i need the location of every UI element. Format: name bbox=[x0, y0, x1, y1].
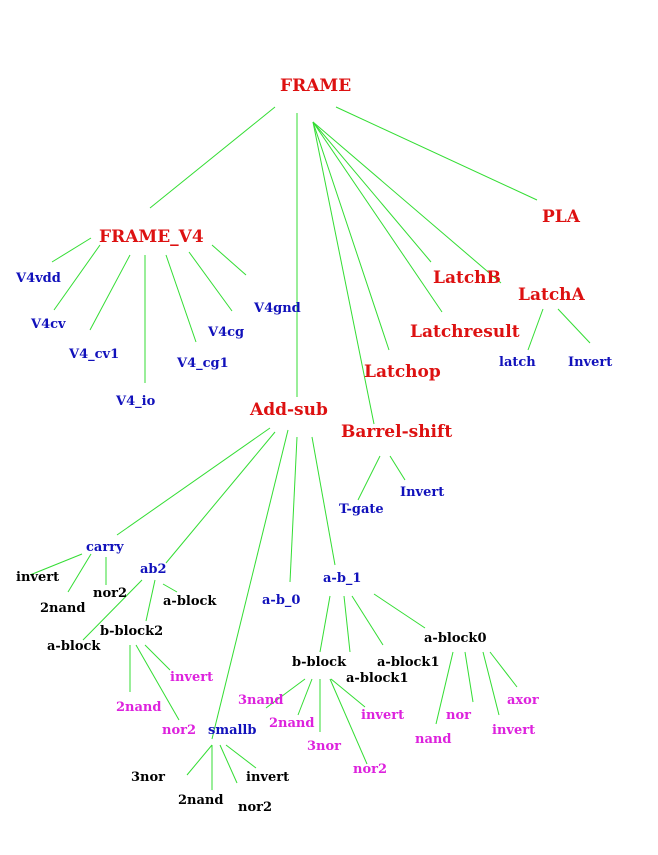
node-frame: FRAME bbox=[280, 76, 352, 96]
node-frame-v4: FRAME_V4 bbox=[99, 227, 204, 247]
node-latch: latch bbox=[499, 355, 536, 370]
tree-edge bbox=[489, 651, 518, 688]
tree-edge bbox=[351, 595, 384, 646]
node-add-sub: Add-sub bbox=[250, 400, 328, 420]
tree-edge bbox=[389, 455, 406, 481]
node-v4-cg1: V4_cg1 bbox=[177, 356, 229, 371]
node-v4cv: V4cv bbox=[31, 317, 66, 332]
tree-edge bbox=[211, 429, 289, 740]
tree-edge bbox=[149, 106, 276, 209]
node-b-block2-nor2: nor2 bbox=[162, 723, 197, 738]
node-b-block2-2nand: 2nand bbox=[116, 700, 162, 715]
tree-edge bbox=[211, 244, 247, 276]
node-b-block: b-block bbox=[292, 655, 347, 670]
tree-edge bbox=[435, 651, 454, 725]
node-a-block0-axor: axor bbox=[507, 693, 539, 708]
tree-edge bbox=[67, 553, 92, 593]
node-a-block1-upper: a-block1 bbox=[377, 655, 440, 670]
tree-edge bbox=[330, 678, 366, 708]
node-v4cg: V4cg bbox=[208, 325, 245, 340]
node-latchb: LatchB bbox=[433, 268, 501, 288]
node-b-block-2nand: 2nand bbox=[269, 716, 315, 731]
node-a-b-1: a-b_1 bbox=[323, 571, 362, 586]
tree-edge bbox=[219, 744, 238, 784]
node-a-block0-nand: nand bbox=[415, 732, 452, 747]
tree-edge bbox=[165, 254, 197, 343]
node-carry-2nand: 2nand bbox=[40, 601, 86, 616]
tree-edge bbox=[482, 651, 500, 716]
node-b-block-nor2: nor2 bbox=[353, 762, 388, 777]
node-carry: carry bbox=[86, 540, 124, 555]
tree-edge bbox=[527, 308, 544, 351]
tree-edge bbox=[165, 431, 276, 564]
tree-edge bbox=[312, 121, 443, 313]
node-carry-nor2: nor2 bbox=[93, 586, 128, 601]
tree-edge bbox=[82, 579, 143, 641]
tree-edge bbox=[116, 427, 271, 536]
node-pla: PLA bbox=[542, 207, 580, 227]
node-b-block2-invert: invert bbox=[170, 670, 214, 685]
node-t-gate: T-gate bbox=[339, 502, 384, 517]
node-b-block-invert: invert bbox=[361, 708, 405, 723]
node-smallb-invert: invert bbox=[246, 770, 290, 785]
node-v4vdd: V4vdd bbox=[16, 271, 61, 286]
tree-edge bbox=[188, 251, 233, 312]
node-a-b-0: a-b_0 bbox=[262, 593, 301, 608]
tree-edge bbox=[51, 237, 92, 263]
node-barrel-invert: Invert bbox=[400, 485, 445, 500]
tree-edge bbox=[312, 121, 502, 284]
tree-edge bbox=[373, 593, 426, 629]
node-latchop: Latchop bbox=[364, 362, 441, 382]
node-b-block2: b-block2 bbox=[100, 624, 164, 639]
node-smallb-3nor: 3nor bbox=[131, 770, 166, 785]
node-v4gnd: V4gnd bbox=[254, 301, 301, 316]
tree-edge bbox=[329, 678, 368, 765]
tree-edge bbox=[89, 254, 131, 331]
node-a-block0-invert: invert bbox=[492, 723, 536, 738]
tree-edge bbox=[162, 583, 178, 593]
tree-edge bbox=[225, 744, 257, 769]
node-latcha: LatchA bbox=[518, 285, 585, 305]
tree-edge bbox=[343, 595, 351, 653]
node-smallb: smallb bbox=[208, 723, 257, 738]
tree-edge bbox=[464, 651, 474, 703]
tree-edge bbox=[312, 121, 375, 425]
node-smallb-2nand: 2nand bbox=[178, 793, 224, 808]
node-ab2-a-block: a-block bbox=[163, 594, 217, 609]
tree-edge bbox=[186, 744, 213, 776]
node-b-block-3nor: 3nor bbox=[307, 739, 342, 754]
tree-edge bbox=[289, 436, 298, 583]
tree-edge bbox=[297, 678, 313, 716]
node-b-block-3nand: 3nand bbox=[238, 693, 284, 708]
node-latchresult: Latchresult bbox=[410, 322, 520, 342]
node-carry-invert: invert bbox=[16, 570, 60, 585]
node-v4-cv1: V4_cv1 bbox=[69, 347, 120, 362]
tree-edge bbox=[265, 678, 306, 709]
node-ab2-a-block-left: a-block bbox=[47, 639, 101, 654]
node-a-block0: a-block0 bbox=[424, 631, 487, 646]
node-barrel-shift: Barrel-shift bbox=[341, 422, 453, 442]
tree-edge bbox=[145, 579, 156, 622]
node-latcha-invert: Invert bbox=[568, 355, 613, 370]
tree-edge bbox=[311, 436, 336, 566]
tree-edge bbox=[144, 644, 171, 671]
tree-edge bbox=[53, 244, 101, 311]
tree-edge bbox=[357, 455, 381, 501]
tree-edge bbox=[335, 106, 538, 201]
node-ab2: ab2 bbox=[140, 562, 167, 577]
node-v4-io: V4_io bbox=[116, 394, 156, 409]
tree-edge bbox=[312, 121, 390, 351]
tree-edge bbox=[135, 644, 180, 721]
tree-edge bbox=[319, 595, 331, 653]
node-smallb-nor2: nor2 bbox=[238, 800, 273, 815]
node-a-block1-lower: a-block1 bbox=[346, 671, 409, 686]
node-a-block0-nor: nor bbox=[446, 708, 471, 723]
tree-edge bbox=[29, 553, 83, 576]
tree-edge bbox=[557, 308, 591, 344]
tree-edge bbox=[312, 121, 432, 263]
